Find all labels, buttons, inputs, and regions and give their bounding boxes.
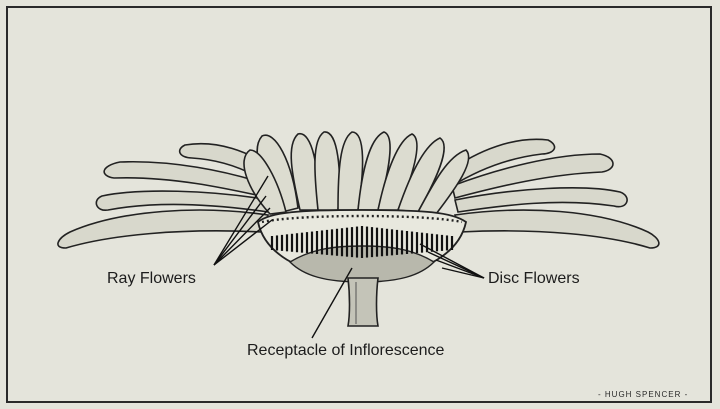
ray-petal <box>315 132 340 210</box>
receptacle-label: Receptacle of Inflorescence <box>247 342 444 360</box>
stem <box>348 278 378 326</box>
upright-petals <box>244 132 469 214</box>
flower-head <box>258 210 466 326</box>
disc-flowers-label: Disc Flowers <box>488 270 580 288</box>
ray-petal <box>96 191 270 212</box>
ray-flowers-label: Ray Flowers <box>107 270 196 288</box>
right-petals <box>448 139 659 248</box>
disc-pointer-line <box>428 252 484 278</box>
ray-petal <box>455 210 659 248</box>
left-petals <box>58 144 275 248</box>
artist-credit: - HUGH SPENCER - <box>598 390 688 399</box>
